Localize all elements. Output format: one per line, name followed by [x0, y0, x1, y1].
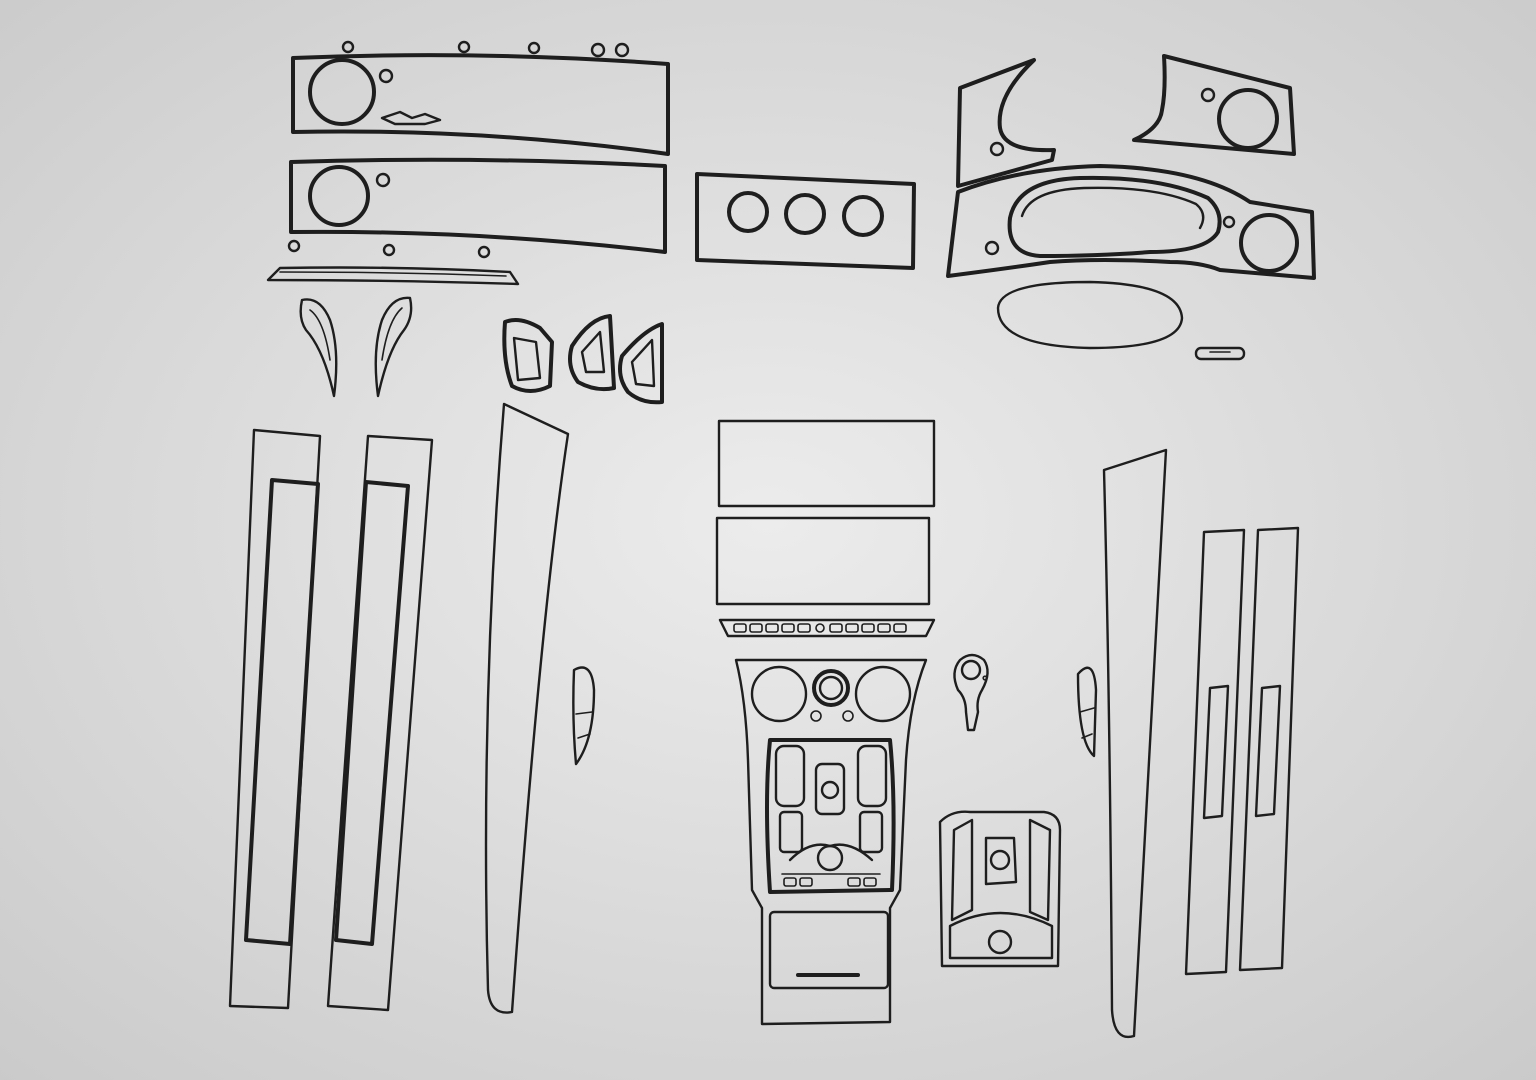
door-strip-left-2 — [326, 434, 434, 1012]
door-switch-right — [1076, 666, 1098, 758]
gear-surround-small — [953, 653, 989, 732]
door-strip-right-2 — [1238, 526, 1300, 972]
door-strip-right-1 — [1184, 528, 1246, 976]
button-row-strip — [718, 618, 936, 638]
screen-panel-lower — [715, 516, 931, 606]
vent-surround-1 — [502, 318, 554, 393]
a-pillar-trim-right — [374, 296, 413, 398]
dash-panel-lower — [287, 157, 667, 259]
dash-panel-upper — [291, 40, 670, 156]
vent-surround-2 — [568, 314, 616, 392]
door-pillar-right — [1102, 448, 1168, 1039]
instrument-cluster-surround — [946, 164, 1316, 280]
a-pillar-trim-left — [299, 298, 338, 398]
tunnel-insert — [938, 810, 1062, 968]
door-pillar-left — [484, 402, 570, 1014]
cluster-side-left — [956, 58, 1056, 188]
screen-panel-upper — [717, 419, 936, 508]
cluster-lens-cover — [996, 280, 1184, 350]
cluster-side-right — [1132, 54, 1296, 156]
dash-trim-strip — [266, 266, 520, 286]
center-console — [734, 658, 928, 1026]
door-strip-left-1 — [228, 428, 322, 1010]
door-switch-left — [572, 666, 596, 766]
vent-surround-3 — [618, 322, 664, 405]
climate-panel-three-dials — [695, 172, 916, 270]
small-button-trim — [1194, 346, 1246, 361]
